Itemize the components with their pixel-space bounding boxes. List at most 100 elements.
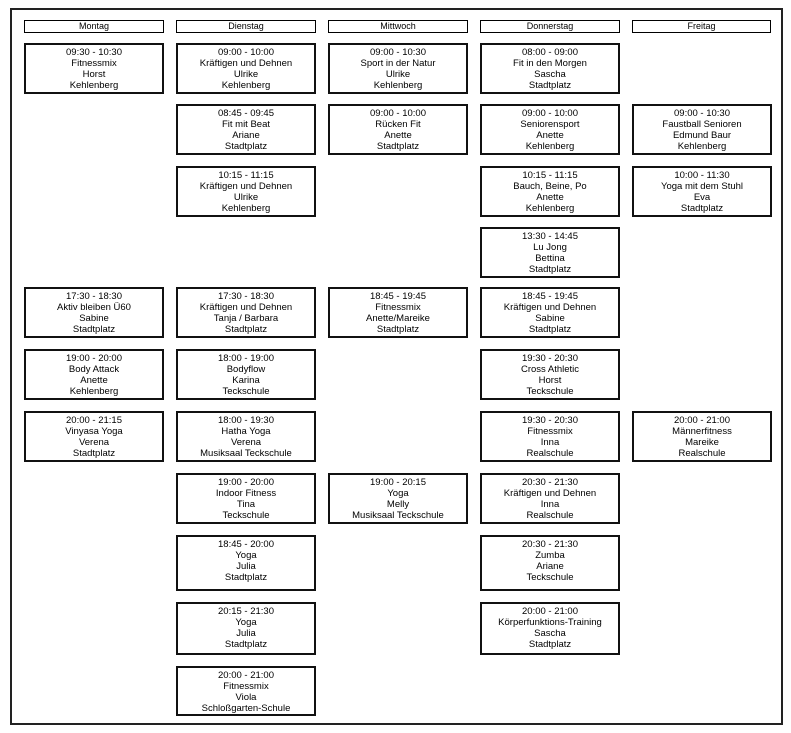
course-trainer: Viola <box>235 692 257 703</box>
course-location: Stadtplatz <box>680 203 724 214</box>
course-location: Stadtplatz <box>224 639 268 650</box>
course-trainer: Tina <box>236 499 256 510</box>
course-trainer: Ariane <box>536 561 564 572</box>
course-time: 19:30 - 20:30 <box>522 415 578 426</box>
course-trainer: Julia <box>236 628 256 639</box>
course-name: Yoga <box>235 550 257 561</box>
day-header-donnerstag: Donnerstag <box>480 20 620 33</box>
course-name: Fit in den Morgen <box>513 58 587 69</box>
course-trainer: Sabine <box>79 313 109 324</box>
course-time: 19:00 - 20:00 <box>66 353 122 364</box>
course-name: Fitnessmix <box>223 681 269 692</box>
course-location: Stadtplatz <box>376 324 420 335</box>
course-name: Kräftigen und Dehnen <box>199 58 293 69</box>
course-trainer: Ariane <box>232 130 260 141</box>
schedule-frame <box>10 8 783 725</box>
day-header-montag: Montag <box>24 20 164 33</box>
course-name: Rücken Fit <box>375 119 421 130</box>
course-location: Musiksaal Teckschule <box>352 510 444 521</box>
course-location: Kehlenberg <box>69 386 119 397</box>
course-name: Zumba <box>535 550 565 561</box>
course-trainer: Horst <box>538 375 562 386</box>
course-name: Seniorensport <box>520 119 580 130</box>
course-time: 18:00 - 19:00 <box>218 353 274 364</box>
course-location: Kehlenberg <box>69 80 119 91</box>
course-name: Bodyflow <box>226 364 266 375</box>
course-name: Männerfitness <box>672 426 732 437</box>
course-trainer: Inna <box>540 437 560 448</box>
course-trainer: Sascha <box>534 69 566 80</box>
course-time: 18:00 - 19:30 <box>218 415 274 426</box>
course-location: Schloßgarten-Schule <box>201 703 291 714</box>
course-location: Stadtplatz <box>528 264 572 275</box>
course-time: 09:00 - 10:00 <box>218 47 274 58</box>
course-time: 17:30 - 18:30 <box>66 291 122 302</box>
course-name: Fitnessmix <box>527 426 573 437</box>
course-time: 20:00 - 21:00 <box>522 606 578 617</box>
course-time: 19:30 - 20:30 <box>522 353 578 364</box>
course-trainer: Verena <box>230 437 262 448</box>
course-location: Musiksaal Teckschule <box>200 448 292 459</box>
course-trainer: Ulrike <box>233 69 259 80</box>
course-time: 20:00 - 21:00 <box>218 670 274 681</box>
course-location: Stadtplatz <box>376 141 420 152</box>
course-time: 20:30 - 21:30 <box>522 477 578 488</box>
course-location: Kehlenberg <box>677 141 727 152</box>
course-name: Kräftigen und Dehnen <box>199 302 293 313</box>
course-name: Kräftigen und Dehnen <box>503 302 597 313</box>
course-location: Kehlenberg <box>221 80 271 91</box>
course-location: Stadtplatz <box>72 324 116 335</box>
course-name: Kräftigen und Dehnen <box>503 488 597 499</box>
course-trainer: Edmund Baur <box>672 130 732 141</box>
course-trainer: Julia <box>236 561 256 572</box>
course-location: Stadtplatz <box>224 572 268 583</box>
course-trainer: Ulrike <box>233 192 259 203</box>
course-location: Teckschule <box>526 572 574 583</box>
course-location: Stadtplatz <box>72 448 116 459</box>
day-header-mittwoch: Mittwoch <box>328 20 468 33</box>
course-name: Fit mit Beat <box>221 119 271 130</box>
course-location: Realschule <box>526 448 574 459</box>
course-name: Lu Jong <box>533 242 567 253</box>
course-time: 10:15 - 11:15 <box>218 170 274 181</box>
course-time: 09:00 - 10:30 <box>370 47 426 58</box>
course-name: Körperfunktions-Training <box>498 617 602 628</box>
course-location: Stadtplatz <box>528 80 572 91</box>
course-trainer: Bettina <box>535 253 565 264</box>
course-name: Yoga mit dem Stuhl <box>660 181 744 192</box>
course-name: Sport in der Natur <box>360 58 436 69</box>
course-name: Fitnessmix <box>375 302 421 313</box>
course-trainer: Horst <box>82 69 106 80</box>
course-location: Stadtplatz <box>528 324 572 335</box>
course-trainer: Anette <box>536 192 564 203</box>
course-location: Teckschule <box>222 510 270 521</box>
course-time: 18:45 - 20:00 <box>218 539 274 550</box>
course-trainer: Melly <box>386 499 410 510</box>
course-location: Kehlenberg <box>221 203 271 214</box>
course-time: 13:30 - 14:45 <box>522 231 578 242</box>
course-name: Cross Athletic <box>520 364 580 375</box>
course-trainer: Sascha <box>534 628 566 639</box>
course-time: 09:30 - 10:30 <box>66 47 122 58</box>
course-location: Stadtplatz <box>528 639 572 650</box>
